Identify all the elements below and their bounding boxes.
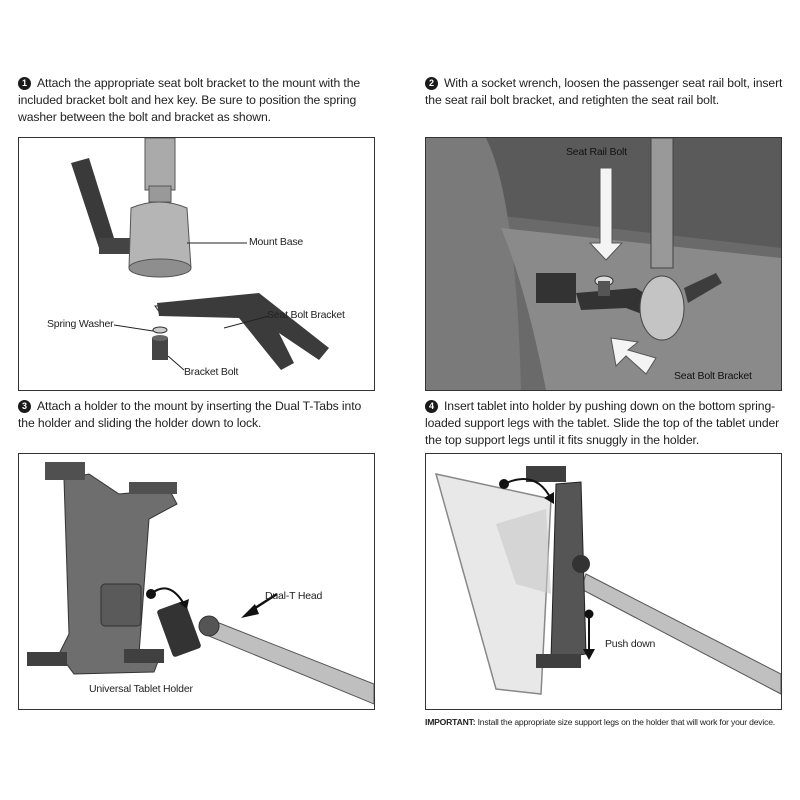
important-label: IMPORTANT: (425, 717, 476, 727)
step-2-text: With a socket wrench, loosen the passeng… (425, 76, 783, 107)
label-seat-bolt-bracket-2: Seat Bolt Bracket (674, 370, 752, 382)
step-1-text: Attach the appropriate seat bolt bracket… (18, 76, 361, 124)
step-number-1: 1 (18, 77, 31, 90)
label-universal-tablet-holder: Universal Tablet Holder (89, 683, 193, 695)
label-push-down: Push down (605, 638, 656, 650)
panel-bracket-assembly: Mount Base Spring Washer Seat Bolt Brack… (18, 137, 375, 391)
bracket-assembly-illustration (71, 138, 329, 371)
step-4-text: Insert tablet into holder by pushing dow… (425, 399, 780, 447)
label-seat-rail-bolt: Seat Rail Bolt (566, 146, 627, 158)
label-spring-washer: Spring Washer (47, 318, 114, 330)
panel-tablet-holder: Dual-T Head Universal Tablet Holder (18, 453, 375, 710)
label-seat-bolt-bracket-1: Seat Bolt Bracket (267, 309, 345, 321)
panel-insert-tablet: Push down (425, 453, 782, 710)
step-number-4: 4 (425, 400, 438, 413)
label-bracket-bolt: Bracket Bolt (184, 366, 239, 378)
important-text: Install the appropriate size support leg… (477, 717, 776, 727)
insert-tablet-illustration (434, 466, 781, 695)
seat-rail-illustration (426, 138, 781, 390)
label-dual-t-head: Dual-T Head (265, 590, 323, 602)
step-number-2: 2 (425, 77, 438, 90)
tablet-holder-illustration (27, 462, 374, 705)
important-note: IMPORTANT: Install the appropriate size … (425, 717, 775, 727)
panel-seat-rail: Seat Rail Bolt Seat Bolt Bracket (425, 137, 782, 391)
label-mount-base: Mount Base (249, 236, 304, 248)
step-3-text: Attach a holder to the mount by insertin… (18, 399, 362, 430)
step-number-3: 3 (18, 400, 31, 413)
